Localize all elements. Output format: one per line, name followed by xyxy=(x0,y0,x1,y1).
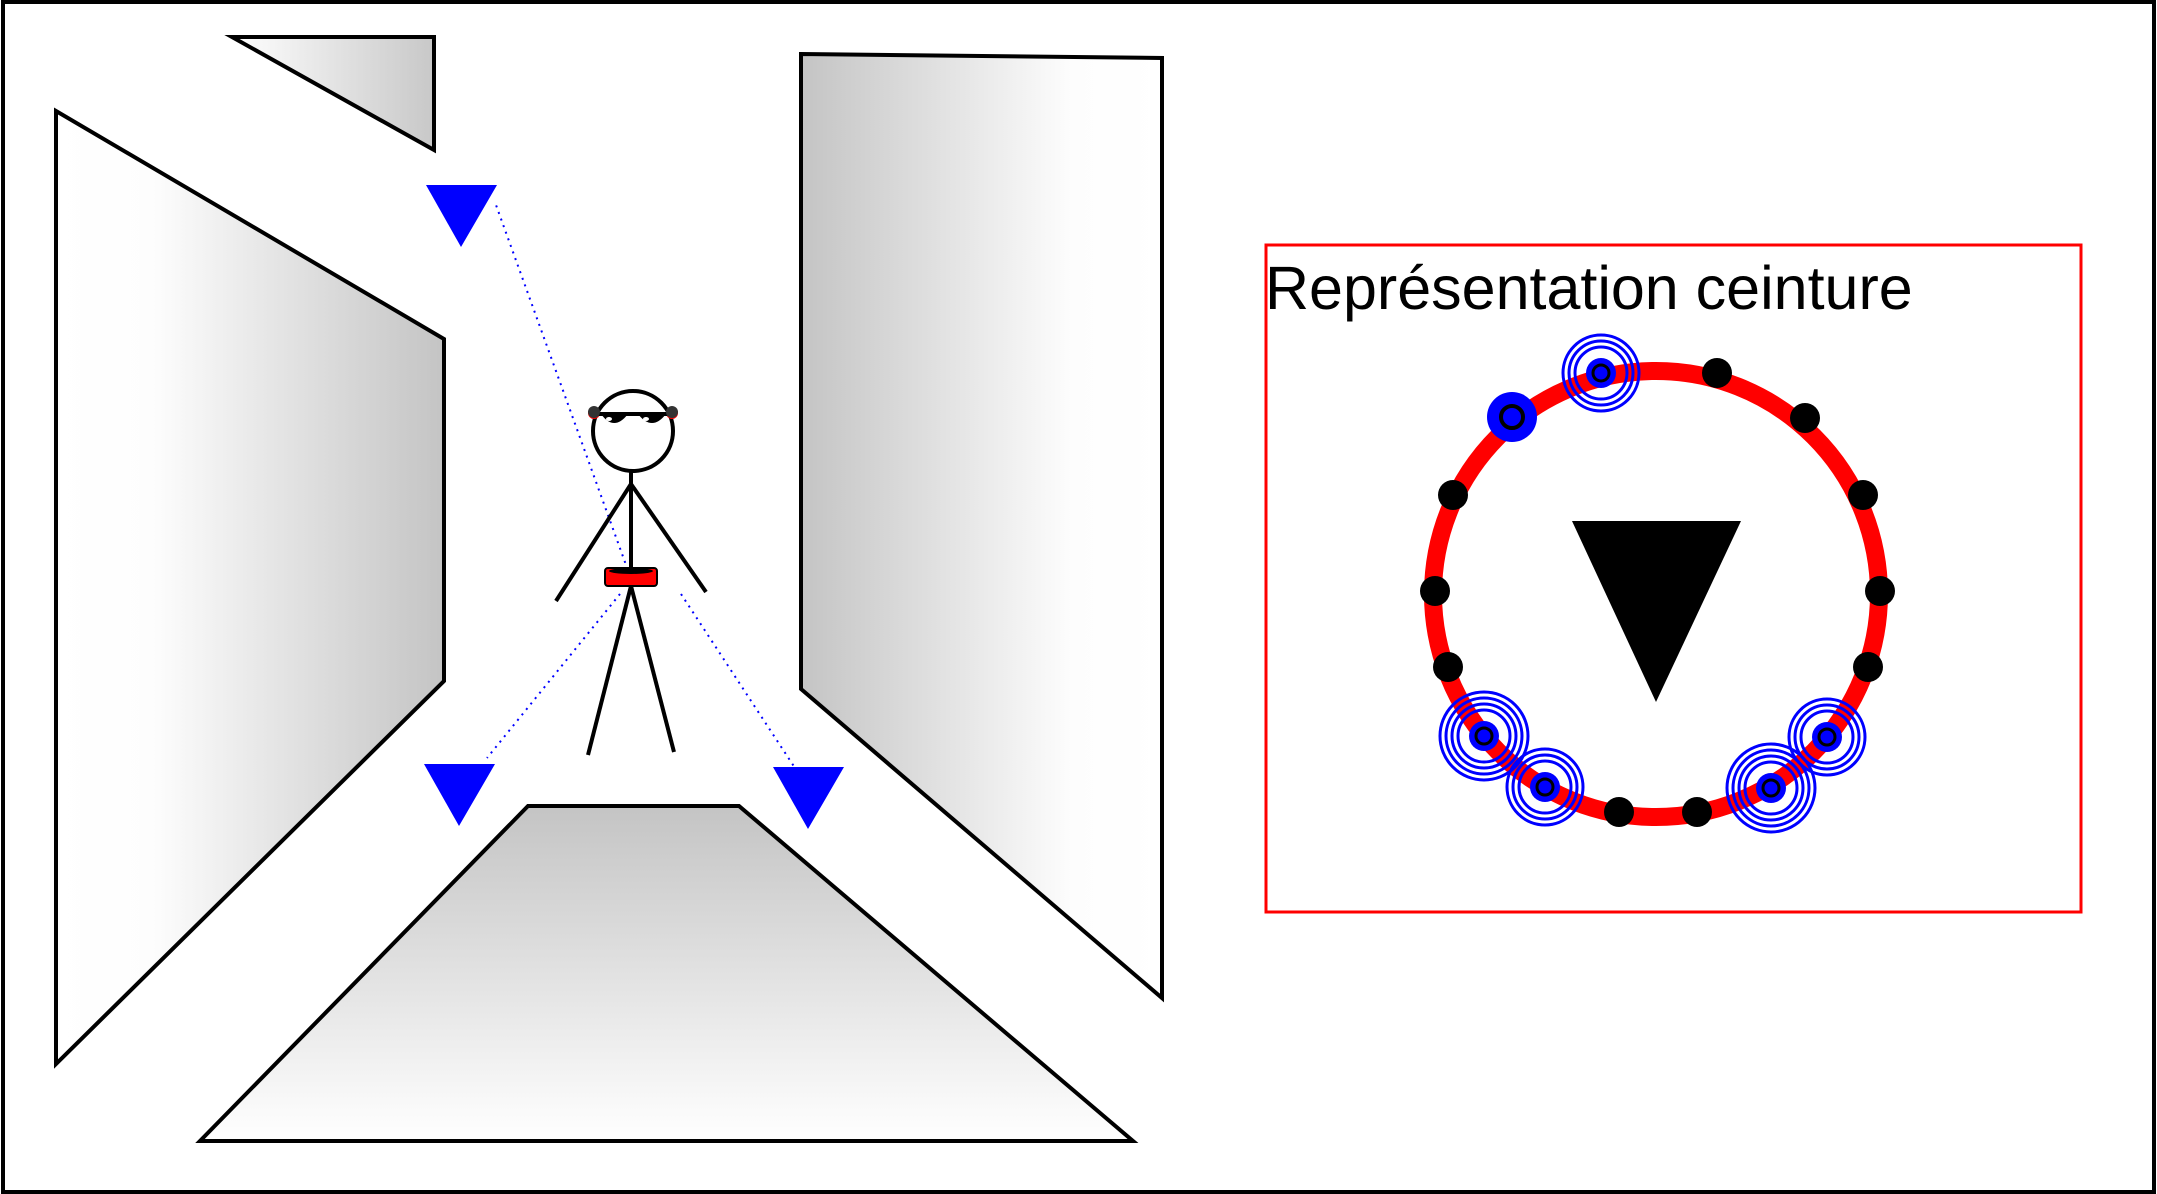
belt-panel xyxy=(1264,243,2083,914)
vibration-ring xyxy=(1799,709,1855,765)
leg-right xyxy=(629,585,676,753)
landmark-marker-right xyxy=(773,767,844,829)
detection-line-left xyxy=(486,593,621,759)
belt-motor xyxy=(1682,797,1712,827)
vibration-ring xyxy=(1743,760,1799,816)
landmark-marker-left xyxy=(424,764,495,826)
vibration-ring xyxy=(1456,708,1512,764)
belt-motor-active xyxy=(1487,392,1537,442)
vibration-ring xyxy=(1737,754,1805,822)
right-wall xyxy=(799,51,1164,1003)
belt-motor-active xyxy=(1812,722,1842,752)
landmark-marker-top xyxy=(426,185,497,247)
vibration-ring xyxy=(1561,333,1641,413)
leg-left xyxy=(586,585,633,756)
vibration-ring xyxy=(1505,747,1585,827)
belt-motor xyxy=(1790,403,1820,433)
vibration-ring xyxy=(1450,702,1518,770)
vibration-ring xyxy=(1517,759,1573,815)
belt-motor-core xyxy=(1817,727,1837,747)
belt-panel-title: Représentation ceinture xyxy=(1265,254,1913,322)
belt-motor xyxy=(1420,576,1450,606)
detection-lines xyxy=(486,204,796,769)
belt-motor-core xyxy=(1761,778,1781,798)
vibration-ring xyxy=(1731,748,1811,828)
direction-arrow-icon xyxy=(1572,521,1741,702)
belt-motor xyxy=(1604,797,1634,827)
floor-block xyxy=(195,804,1139,1143)
vibration-ring xyxy=(1787,697,1867,777)
belt-motor-active xyxy=(1530,772,1560,802)
belt-motor xyxy=(1702,358,1732,388)
belt-motor xyxy=(1433,652,1463,682)
belt-motor-active xyxy=(1756,773,1786,803)
vibration-ring xyxy=(1567,339,1635,407)
detection-line-top xyxy=(495,204,631,577)
belt-motor-active xyxy=(1586,358,1616,388)
vibration-ring xyxy=(1444,696,1524,776)
belt-motor-core xyxy=(1591,363,1611,383)
head xyxy=(591,389,675,473)
belt-motor xyxy=(1853,652,1883,682)
vibration-ring xyxy=(1438,690,1530,782)
top-wall xyxy=(224,35,436,154)
arm-right xyxy=(629,482,708,594)
belt-motor-core xyxy=(1474,726,1494,746)
left-wall xyxy=(54,107,446,1069)
belt-motor xyxy=(1865,576,1895,606)
vibration-ring xyxy=(1793,703,1861,771)
belt-motor xyxy=(1848,480,1878,510)
corridor-scene xyxy=(54,35,1164,1143)
person-figure xyxy=(554,389,708,756)
vibration-ring xyxy=(1573,345,1629,401)
belt-motor-core xyxy=(1535,777,1555,797)
arm-left xyxy=(554,482,633,603)
belt-motor-active xyxy=(1469,721,1499,751)
vibration-ring xyxy=(1725,742,1817,834)
belt-motors xyxy=(1420,333,1895,834)
vibration-ring xyxy=(1511,753,1579,821)
belt-motor-core xyxy=(1499,404,1525,430)
sunglasses-icon xyxy=(588,406,678,423)
belt-motor xyxy=(1438,480,1468,510)
belt-icon xyxy=(604,567,658,587)
